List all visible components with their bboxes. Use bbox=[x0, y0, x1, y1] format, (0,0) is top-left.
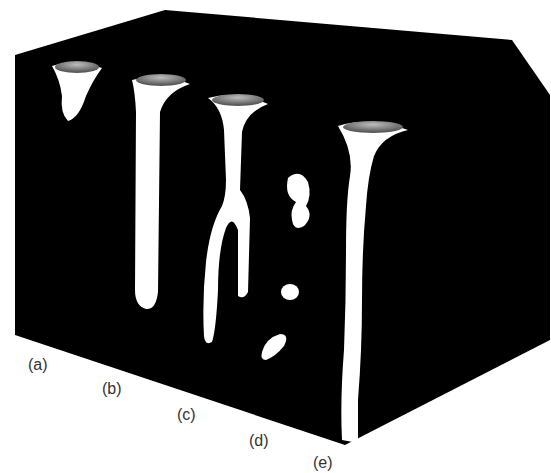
cavity-d-lower bbox=[262, 334, 287, 360]
cavity-d-middle bbox=[281, 284, 299, 300]
panel-label: (d) bbox=[249, 433, 269, 449]
cavity-e bbox=[338, 122, 408, 443]
cavity-d-upper bbox=[287, 174, 310, 228]
mouth-shade bbox=[343, 121, 403, 133]
mouth-shade bbox=[212, 94, 264, 106]
cavity-c bbox=[203, 95, 268, 343]
panel-label: (e) bbox=[313, 455, 333, 471]
cavity-b bbox=[132, 77, 190, 309]
rock-block bbox=[15, 10, 550, 445]
mouth-shade bbox=[55, 61, 99, 73]
mouth-shade bbox=[136, 74, 186, 86]
panel-label: (c) bbox=[177, 407, 196, 423]
panel-label: (b) bbox=[102, 381, 122, 397]
panel-label: (a) bbox=[28, 357, 48, 373]
